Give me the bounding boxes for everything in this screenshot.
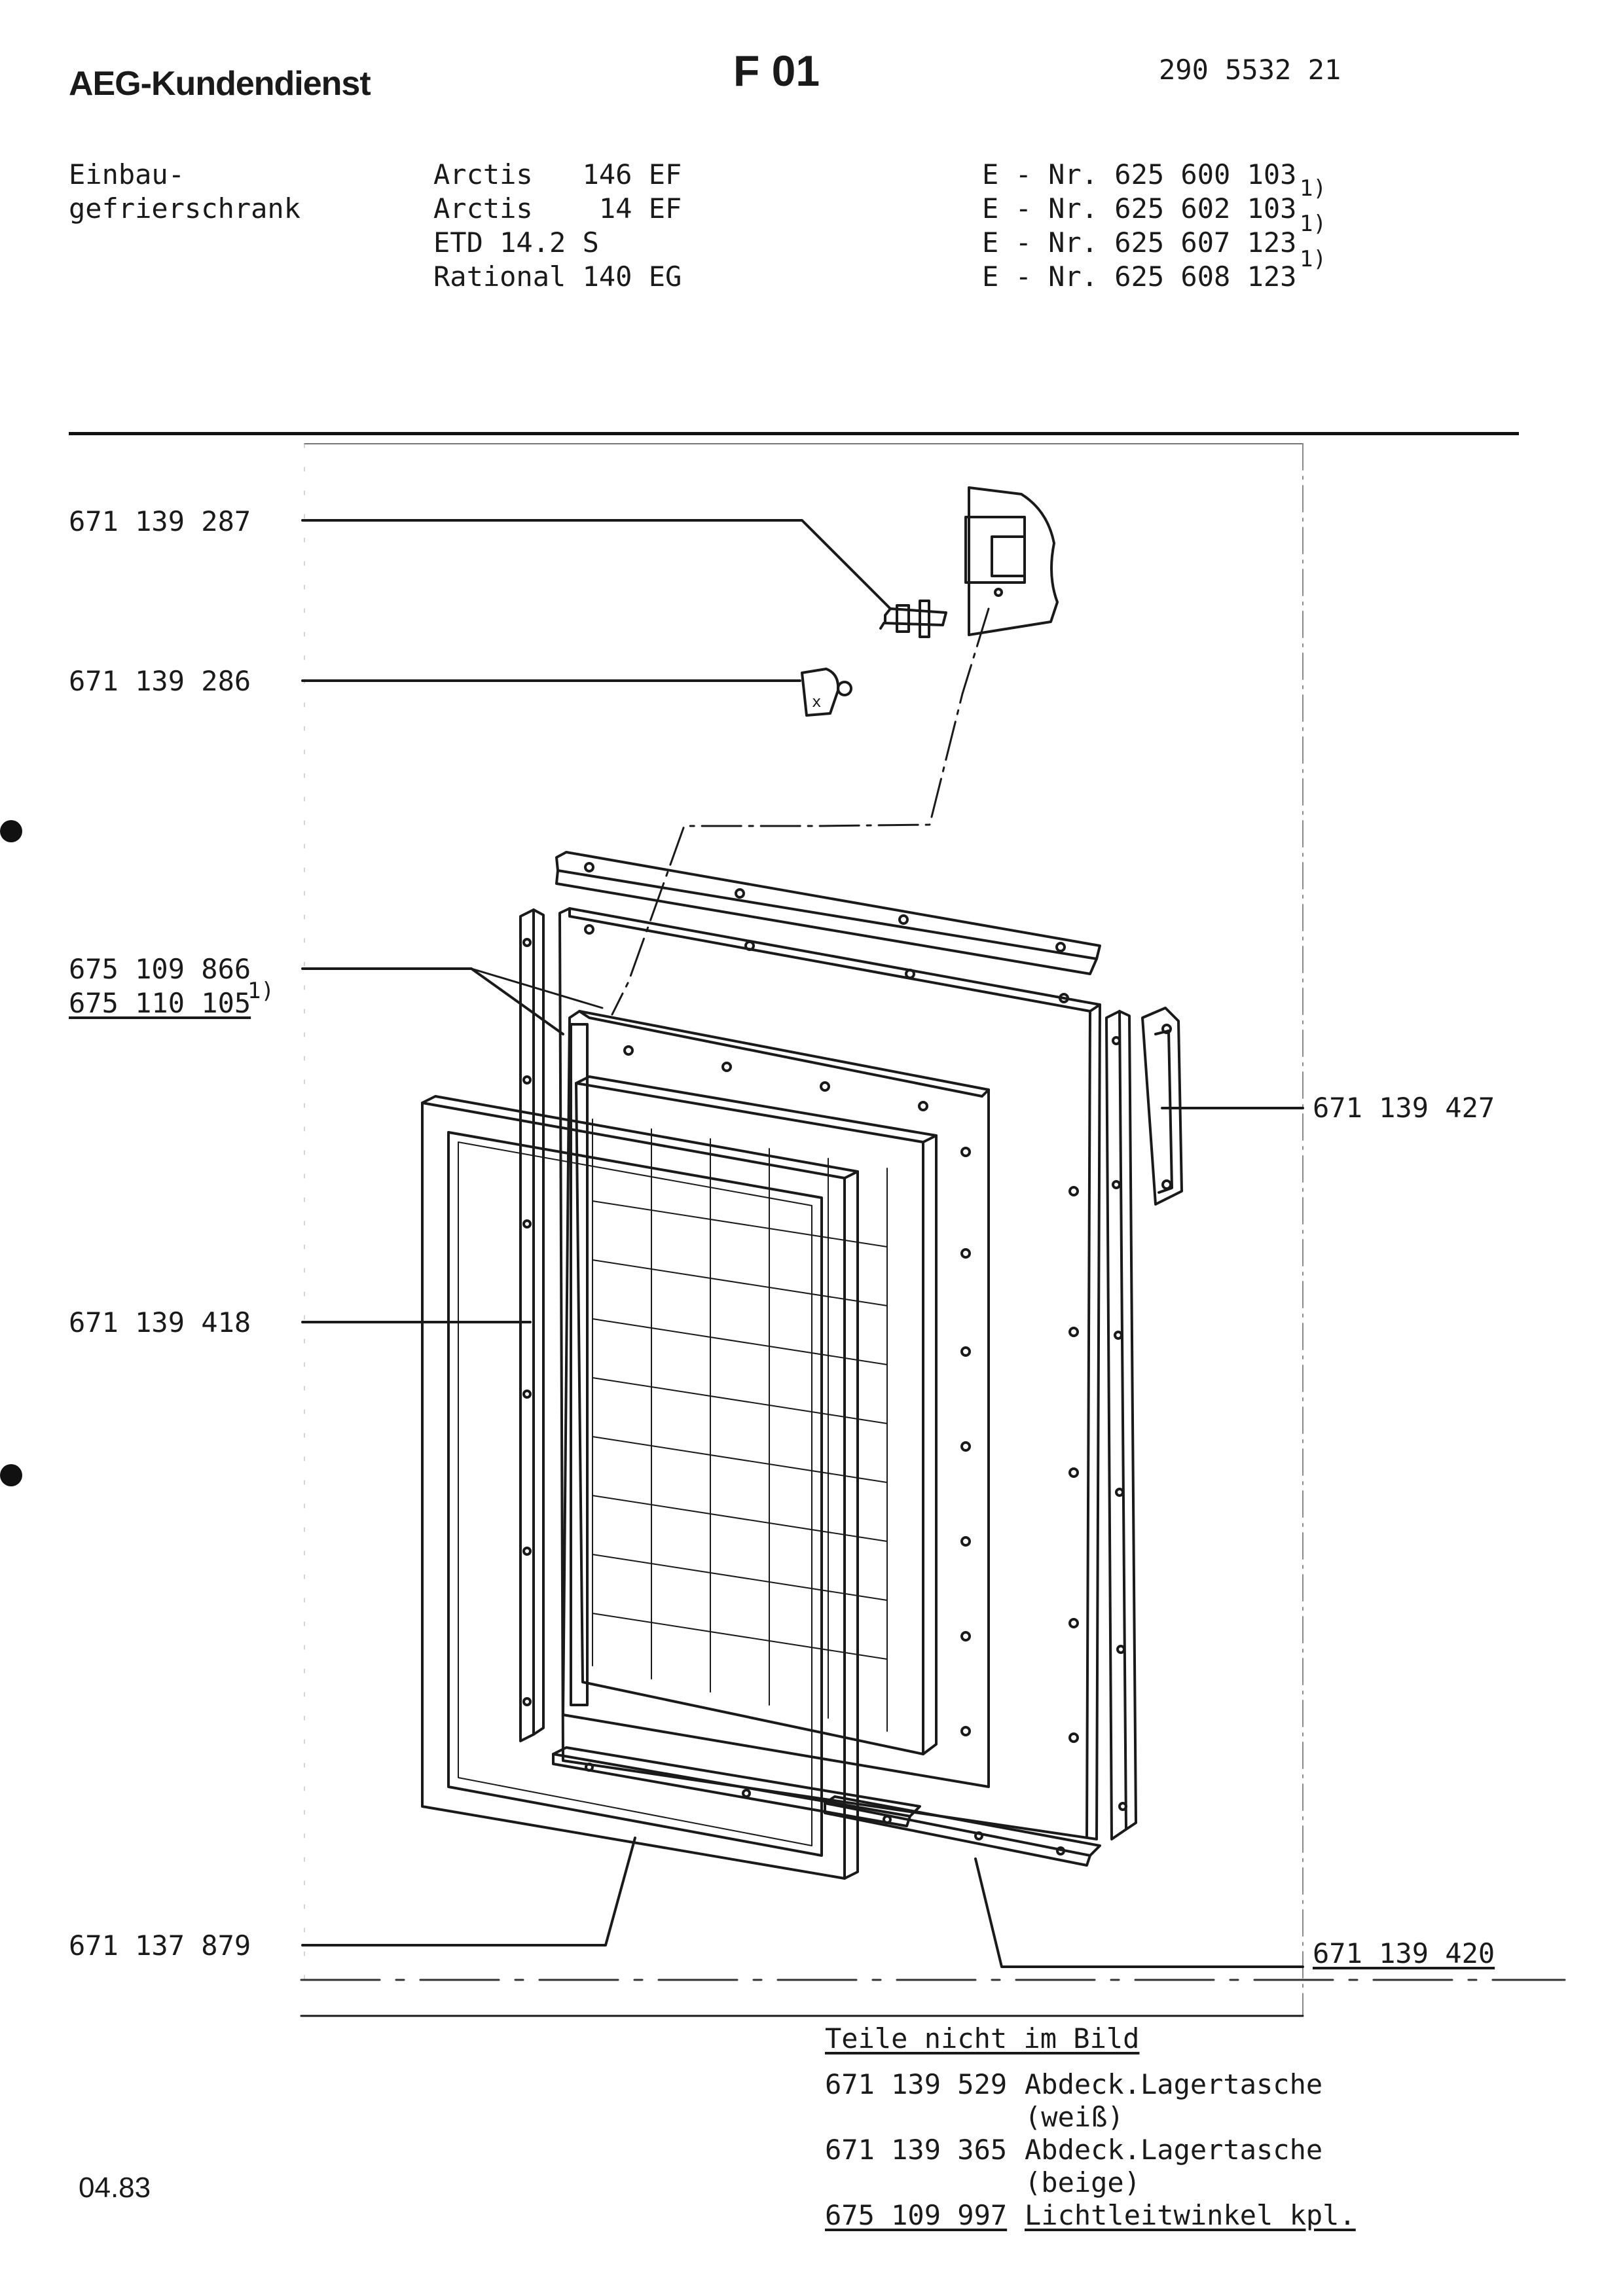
right-vertical-strip: [1105, 1010, 1137, 1840]
not-pictured-sub: (beige): [1025, 2166, 1141, 2198]
leader-line-866: [301, 967, 564, 1035]
not-pictured-number: 675 109 997: [825, 2199, 1008, 2231]
left-vertical-strip: [519, 908, 545, 1742]
model-name: ETD 14.2 S: [433, 226, 599, 259]
leader-line-287: [301, 519, 892, 610]
leader-line-wall: [611, 607, 990, 1016]
part-footnote: 1): [247, 978, 274, 1004]
model-name: Rational 140 EG: [433, 260, 682, 293]
not-pictured-sub: (weiß): [1025, 2101, 1124, 2133]
clip-part-icon: x: [801, 668, 852, 717]
front-door-frame: [421, 1095, 859, 1880]
brand-title: AEG-Kundendienst: [69, 65, 371, 103]
cabinet-wall-detail: [964, 486, 1059, 636]
part-label: 675 109 866: [69, 953, 251, 985]
part-label: 671 137 879: [69, 1929, 251, 1962]
not-pictured-name: Lichtleitwinkel kpl.: [1025, 2199, 1356, 2231]
inner-insulation-box: [575, 1075, 938, 1755]
model-footnote: 1): [1300, 175, 1326, 202]
model-e-nr: E - Nr. 625 607 123: [982, 226, 1297, 259]
model-e-nr: E - Nr. 625 600 103: [982, 158, 1297, 190]
part-label: 671 139 418: [69, 1306, 251, 1338]
device-type-line2: gefrierschrank: [69, 192, 301, 224]
not-pictured-name: Abdeck.Lagertasche: [1025, 2068, 1323, 2100]
punch-hole-bottom: [0, 1464, 22, 1486]
model-footnote: 1): [1300, 211, 1326, 237]
hinge-part-icon: [879, 600, 947, 638]
not-pictured-name: Abdeck.Lagertasche: [1025, 2134, 1323, 2166]
model-footnote: 1): [1300, 246, 1326, 272]
part-label: 671 139 420: [1313, 1937, 1495, 1969]
device-type-line1: Einbau-: [69, 158, 185, 190]
model-name: Arctis 146 EF: [433, 158, 682, 190]
part-label: 671 139 286: [69, 665, 251, 697]
side-bracket-icon: [1141, 1007, 1183, 1206]
header-rule: [69, 432, 1519, 435]
punch-hole-top: [0, 820, 22, 842]
top-rail-rear: [555, 851, 1101, 975]
model-e-nr: E - Nr. 625 602 103: [982, 192, 1297, 224]
page-code: F 01: [733, 46, 820, 95]
leader-line-879: [301, 1837, 636, 1946]
svg-text:x: x: [812, 692, 821, 711]
middle-frame: [562, 1010, 990, 1788]
part-label: 671 139 287: [69, 505, 251, 537]
doc-number: 290 5532 21: [1159, 54, 1341, 86]
model-e-nr: E - Nr. 625 608 123: [982, 260, 1297, 293]
model-name: Arctis 14 EF: [433, 192, 682, 224]
bottom-rail-inner: [552, 1746, 921, 1827]
bottom-rail-outer: [824, 1795, 1101, 1867]
leader-line-420: [974, 1857, 1304, 1968]
part-label: 671 139 427: [1313, 1092, 1495, 1124]
not-pictured-number: 671 139 529: [825, 2068, 1008, 2100]
not-pictured-number: 671 139 365: [825, 2134, 1008, 2166]
rear-frame-panel: [558, 907, 1101, 1840]
part-label: 675 110 105: [69, 987, 251, 1019]
not-pictured-heading: Teile nicht im Bild: [825, 2022, 1140, 2054]
print-date: 04.83: [79, 2172, 151, 2204]
